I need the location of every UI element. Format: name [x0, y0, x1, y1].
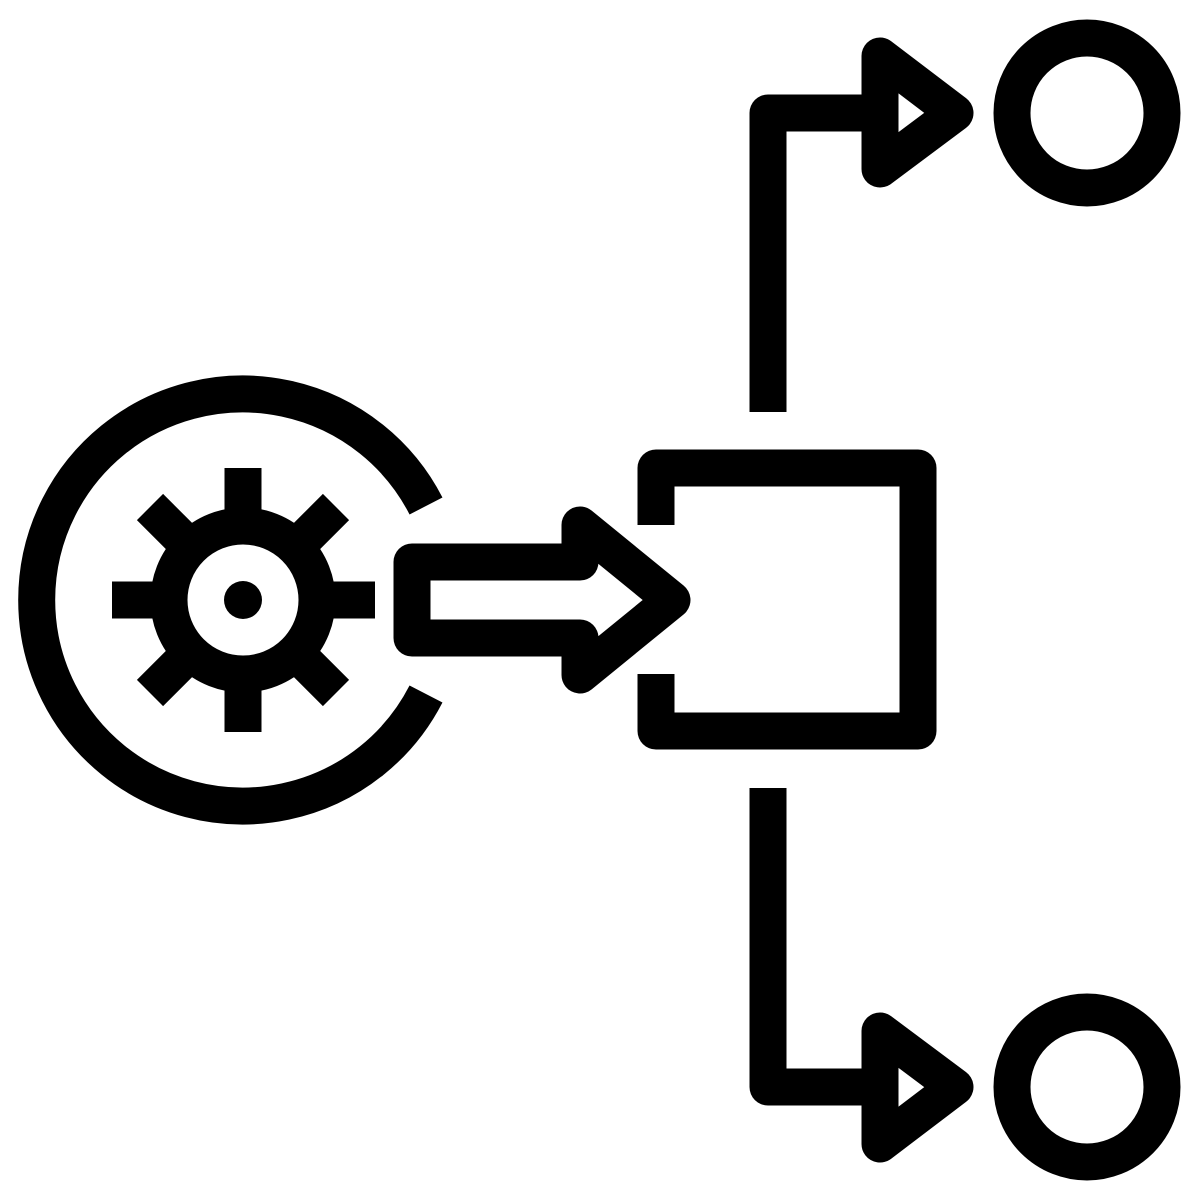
branch-line-up: [749, 94, 880, 412]
gear-icon: [112, 468, 375, 732]
gear-tooth-bottom-left: [136, 638, 205, 707]
gear-tooth-bottom-right: [281, 638, 350, 707]
arrow-right-icon: [393, 506, 691, 694]
gear-center-dot: [224, 581, 262, 619]
gear-tooth-top-right: [281, 493, 350, 562]
branch-arrow-up-icon: [861, 37, 974, 188]
gear-tooth-top-left: [136, 493, 205, 562]
branch-arrow-down-icon: [861, 1012, 974, 1163]
output-circle-icon: [993, 993, 1181, 1181]
gear-ring-arc: [18, 375, 443, 825]
output-circle-icon: [993, 19, 1181, 207]
branch-line-down: [749, 788, 880, 1106]
gear-teeth: [112, 468, 375, 732]
box-icon: [637, 449, 937, 750]
